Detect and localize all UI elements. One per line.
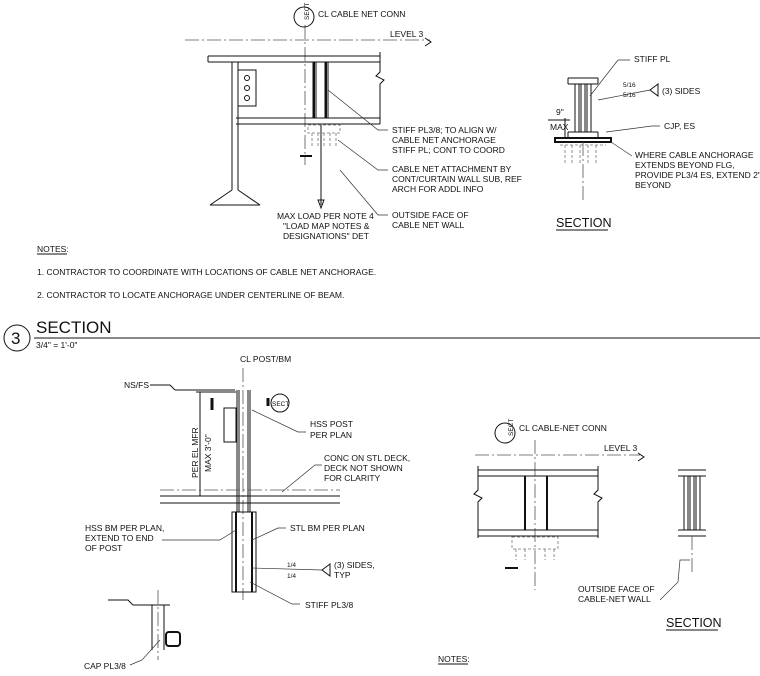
level-label-2: LEVEL 3	[604, 443, 638, 453]
section3-scale: 3/4" = 1'-0"	[36, 340, 77, 350]
section-title-lower: SECTION	[666, 616, 722, 630]
weld-a: 1/4	[287, 562, 296, 569]
sect-marker-icon[interactable]	[494, 422, 516, 444]
top-beam-detail: SECT CL CABLE NET CONN LEVEL 3	[185, 3, 522, 241]
shear-tab	[237, 69, 257, 107]
bolt-icon	[244, 95, 250, 101]
nsfs-label: NS/FS	[124, 380, 149, 390]
load-arrow-icon	[317, 199, 325, 210]
section3-header: 3 SECTION 3/4" = 1'-0"	[3, 318, 760, 352]
cl-tag-label: CL CABLE NET CONN	[318, 9, 405, 19]
dim-max: MAX	[550, 122, 569, 132]
notes-heading: NOTES:	[37, 244, 69, 254]
where-3: PROVIDE PL3/4 ES, EXTEND 2"	[635, 170, 760, 180]
lower-right-detail: SECT CL CABLE-NET CONN LEVEL 3 OUTSIDE	[438, 419, 722, 665]
level-marker-icon	[424, 37, 432, 47]
weld-symbol-icon	[321, 563, 331, 577]
max-3ft-label: MAX 3'-0"	[203, 434, 213, 472]
conc-1: CONC ON STL DECK,	[324, 453, 410, 463]
bearing-plate	[554, 137, 612, 143]
callout-load-2: "LOAD MAP NOTES &	[283, 221, 370, 231]
level-label: LEVEL 3	[390, 29, 424, 39]
callout-stiff-2: CABLE NET ANCHORAGE	[392, 135, 496, 145]
section-title-top: SECTION	[556, 216, 612, 230]
break-line	[593, 466, 603, 538]
break-line	[375, 52, 385, 124]
cap-plate	[165, 631, 181, 647]
hss-bm-1: HSS BM PER PLAN,	[85, 523, 164, 533]
callout-attach-3: ARCH FOR ADDL INFO	[392, 184, 484, 194]
weld-a: 5/16	[623, 82, 636, 89]
weld-b: 1/4	[287, 573, 296, 580]
break-line	[473, 466, 483, 538]
sides-label: (3) SIDES	[662, 86, 701, 96]
notes-block: NOTES: 1. CONTRACTOR TO COORDINATE WITH …	[37, 244, 376, 300]
where-4: BEYOND	[635, 180, 671, 190]
per-el-mfr-label: PER EL MFR	[190, 427, 200, 478]
cjp-label: CJP, ES	[664, 121, 695, 131]
callout-attach-2: CONT/CURTAIN WALL SUB, REF	[392, 174, 522, 184]
top-section-detail: 9" MAX STIFF PL 5/16 5/16 (3) SIDES CJP,…	[548, 54, 760, 231]
callout-stiff-1: STIFF PL3/8; TO ALIGN W/	[392, 125, 497, 135]
sect-tag: SECT	[304, 3, 311, 20]
callout-load-1: MAX LOAD PER NOTE 4	[277, 211, 374, 221]
stiffener-plate	[574, 83, 580, 133]
bolt-icon	[244, 75, 250, 81]
hss-post-1: HSS POST	[310, 419, 353, 429]
section-number: 3	[11, 329, 20, 348]
section3-title: SECTION	[36, 318, 112, 337]
sect-tag: SECT	[508, 419, 515, 436]
note-2: 2. CONTRACTOR TO LOCATE ANCHORAGE UNDER …	[37, 290, 344, 300]
where-1: WHERE CABLE ANCHORAGE	[635, 150, 754, 160]
detail-number-bubble	[3, 324, 31, 352]
post-detail: CL POST/BM NS/FS SECT PER EL MFR MAX 3'-…	[84, 354, 410, 671]
callout-attach-1: CABLE NET ATTACHMENT BY	[392, 164, 512, 174]
conc-2: DECK NOT SHOWN	[324, 463, 403, 473]
callout-stiff-3: STIFF PL; CONT TO COORD	[392, 145, 505, 155]
face-1: OUTSIDE FACE OF	[578, 584, 655, 594]
dim-9in: 9"	[556, 107, 564, 117]
hss-post-2: PER PLAN	[310, 430, 352, 440]
note-1: 1. CONTRACTOR TO COORDINATE WITH LOCATIO…	[37, 267, 376, 277]
weld-b: 5/16	[623, 92, 636, 99]
callout-load-3: DESIGNATIONS" DET	[283, 231, 369, 241]
stl-bm-label: STL BM PER PLAN	[290, 523, 365, 533]
weld-symbol-icon	[649, 83, 659, 97]
anchorage-plate	[307, 124, 341, 134]
stiffener-plate	[586, 83, 592, 133]
sect-marker-icon[interactable]	[270, 393, 290, 413]
sect-marker-icon[interactable]	[293, 6, 315, 28]
steel-beam	[231, 511, 257, 593]
cl-tag-label-2: CL CABLE-NET CONN	[519, 423, 607, 433]
callout-face-1: OUTSIDE FACE OF	[392, 210, 469, 220]
cap-label: CAP PL3/8	[84, 661, 126, 671]
sides-1: (3) SIDES,	[334, 560, 375, 570]
callout-face-2: CABLE NET WALL	[392, 220, 465, 230]
notes-heading-lower: NOTES:	[438, 654, 470, 664]
cl-post-label: CL POST/BM	[240, 354, 291, 364]
stiff-label: STIFF PL3/8	[305, 600, 353, 610]
where-2: EXTENDS BEYOND FLG,	[635, 160, 735, 170]
anchorage-plate	[511, 536, 559, 550]
face-2: CABLE-NET WALL	[578, 594, 651, 604]
bolt-icon	[244, 85, 250, 91]
sides-2: TYP	[334, 570, 351, 580]
level-marker-icon	[637, 452, 645, 462]
stiff-pl-label: STIFF PL	[634, 54, 671, 64]
mullion-cap	[223, 407, 237, 443]
sect-tag: SECT	[272, 401, 289, 408]
hss-bm-3: OF POST	[85, 543, 122, 553]
conc-3: FOR CLARITY	[324, 473, 381, 483]
hss-bm-2: EXTEND TO END	[85, 533, 154, 543]
